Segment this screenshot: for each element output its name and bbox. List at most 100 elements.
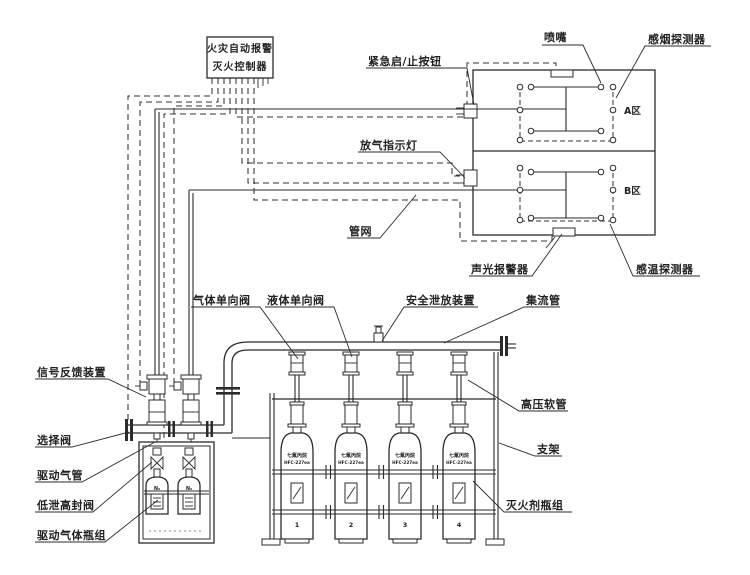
svg-text:支架: 支架 — [536, 442, 560, 456]
zone-supply-pipes — [154, 108, 473, 375]
agent-name: 七氟丙烷 — [449, 452, 469, 459]
nozzle-icon — [597, 127, 605, 135]
selector-valve-body — [182, 399, 200, 423]
low-leak-high-seal-valve-icon — [182, 455, 190, 471]
nozzle-icon — [597, 214, 605, 222]
cylinder-number: 1 — [295, 521, 300, 529]
svg-text:喷嘴: 喷嘴 — [544, 30, 567, 44]
heat-detector-icon — [516, 216, 524, 224]
nozzle-icon — [527, 168, 535, 176]
smoke-detector-icon — [516, 83, 524, 91]
rack-foot — [261, 538, 281, 546]
smoke-detector-icon — [609, 106, 617, 114]
svg-text:集流管: 集流管 — [525, 293, 561, 307]
agent-name: 七氟丙烷 — [287, 452, 307, 459]
selector-valve-assembly — [169, 374, 202, 448]
pipe-flange — [216, 387, 240, 390]
driving-gas-group: N₂ N₂ — [138, 441, 215, 544]
svg-text:选择阀: 选择阀 — [37, 433, 72, 447]
selector-header — [125, 419, 232, 441]
zone-a-detectors — [516, 83, 617, 144]
smoke-detector-icon — [609, 164, 617, 172]
bottle-gas-mark: N₂ — [154, 486, 160, 492]
rail-clamps — [325, 465, 439, 519]
callout-labels: 紧急启/止按钮 喷嘴 感烟探测器 放气指示灯 管网 声光报警器 感温探测器 气 — [35, 30, 711, 543]
bottle-gas-mark: N₂ — [186, 486, 192, 492]
cylinder-number: 3 — [403, 521, 408, 529]
label-pipe-network: 管网 — [347, 194, 417, 239]
label-gas-check-valve: 气体单向阀 — [191, 293, 299, 360]
label-heat-detector: 感温探测器 — [609, 223, 700, 277]
pressure-gauge-plates — [290, 482, 466, 504]
signal-feedback-device — [148, 378, 166, 395]
label-driving-cylinder-group: 驱动气体瓶组 — [35, 499, 159, 543]
cylinder-markings: 七氟丙烷 HFC-227ea 七氟丙烷 HFC-227ea 七氟丙烷 HFC-2… — [284, 452, 472, 529]
svg-text:放气指示灯: 放气指示灯 — [359, 138, 418, 152]
driving-gas-bottle: N₂ — [177, 447, 201, 515]
agent-cylinders — [280, 432, 476, 544]
riser-assemblies — [287, 351, 469, 434]
header-flange — [168, 421, 171, 437]
rack-rails — [272, 465, 496, 519]
label-safety-relief-device: 安全泄放装置 — [381, 293, 478, 342]
signal-feedback-device — [182, 378, 200, 395]
zone-b-detectors — [516, 164, 617, 224]
label-nozzle: 喷嘴 — [542, 30, 602, 84]
riser-assembly — [341, 351, 361, 434]
agent-code: HFC-227ea — [392, 460, 418, 465]
label-signal-feedback: 信号反馈装置 — [35, 365, 147, 398]
manifold-end-flange — [500, 336, 503, 356]
smoke-detector-icon — [609, 83, 617, 91]
emergency-start-stop-button-device — [456, 103, 478, 119]
controller-label-line2: 灭火控制器 — [212, 60, 268, 73]
cylinder-number: 4 — [457, 521, 462, 529]
label-selector-valve: 选择阀 — [35, 431, 130, 448]
zone-b-label: B区 — [624, 186, 641, 197]
label-bracket: 支架 — [498, 442, 562, 457]
label-smoke-detector: 感烟探测器 — [615, 32, 711, 99]
label-low-leak-valve: 低泄高封阀 — [35, 461, 153, 513]
fire-alarm-controller: 火灾自动报警 灭火控制器 — [206, 36, 274, 88]
svg-text:安全泄放装置: 安全泄放装置 — [406, 293, 475, 307]
label-manifold: 集流管 — [443, 293, 561, 344]
svg-text:紧急启/止按钮: 紧急启/止按钮 — [368, 54, 442, 68]
cylinder-number: 2 — [349, 521, 354, 529]
svg-text:高压软管: 高压软管 — [521, 397, 567, 411]
zone-b-door-mount — [552, 227, 576, 237]
smoke-detector-icon — [516, 186, 524, 194]
smoke-detector-icon — [609, 186, 617, 194]
agent-name: 七氟丙烷 — [395, 452, 415, 459]
nozzle-icon — [527, 83, 535, 91]
selector-valve-body — [148, 399, 166, 423]
cylinder-rack-frame — [261, 352, 505, 546]
svg-text:驱动气体瓶组: 驱动气体瓶组 — [37, 528, 106, 542]
controller-label-line1: 火灾自动报警 — [207, 42, 273, 55]
agent-code: HFC-227ea — [446, 460, 472, 465]
svg-text:感烟探测器: 感烟探测器 — [648, 32, 706, 46]
nozzle-icon — [527, 214, 535, 222]
label-gas-release-lamp: 放气指示灯 — [358, 138, 466, 179]
svg-text:声光报警器: 声光报警器 — [470, 262, 529, 276]
agent-code: HFC-227ea — [338, 460, 364, 465]
label-liquid-check-valve: 液体单向阀 — [265, 293, 353, 358]
solenoid-actuator — [152, 447, 162, 456]
rack-foot — [485, 538, 505, 546]
agent-name: 七氟丙烷 — [341, 452, 361, 459]
riser-assembly — [449, 351, 469, 434]
smoke-detector-icon — [516, 164, 524, 172]
svg-text:液体单向阀: 液体单向阀 — [267, 293, 325, 307]
solenoid-actuator — [184, 447, 194, 456]
nozzle-icon — [597, 83, 605, 91]
label-high-pressure-hose: 高压软管 — [467, 379, 568, 412]
zone-a-door-mount — [550, 69, 574, 78]
safety-relief-device — [373, 325, 384, 343]
svg-text:气体单向阀: 气体单向阀 — [192, 293, 251, 307]
heat-detector-icon — [516, 136, 524, 144]
agent-code: HFC-227ea — [284, 460, 310, 465]
protected-zones: A区 B区 — [456, 69, 656, 249]
smoke-detector-icon — [516, 106, 524, 114]
svg-text:低泄高封阀: 低泄高封阀 — [36, 498, 95, 512]
label-agent-cylinder-group: 灭火剂瓶组 — [472, 480, 572, 513]
nozzle-icon — [597, 168, 605, 176]
